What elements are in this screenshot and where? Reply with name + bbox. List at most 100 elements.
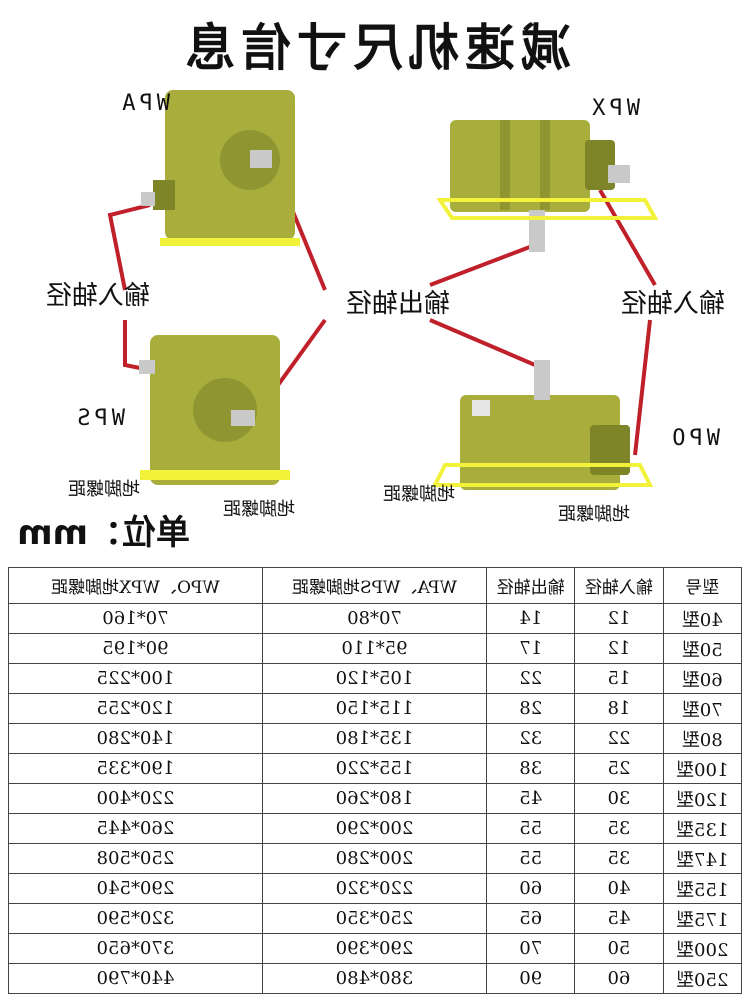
wpa-label: WPA <box>118 91 170 116</box>
table-cell: 105*120 <box>262 663 487 694</box>
table-cell: 55 <box>486 813 575 844</box>
table-cell: 180*260 <box>262 783 487 814</box>
table-cell: 65 <box>486 903 575 934</box>
table-cell: 17 <box>486 633 575 664</box>
table-cell: 370*650 <box>8 933 263 964</box>
table-cell: 40型 <box>663 603 742 634</box>
table-cell: 70 <box>486 933 575 964</box>
unit-label: 单位：mm <box>17 513 190 553</box>
header-input-shaft: 输入轴径 <box>574 567 664 604</box>
foot-bolt-label-wpx-wpo: 地脚螺距 <box>383 484 455 505</box>
table-cell: 12 <box>574 633 664 664</box>
table-cell: 100型 <box>663 753 742 784</box>
table-cell: 135型 <box>663 813 742 844</box>
table-cell: 100*225 <box>8 663 263 694</box>
table-cell: 38 <box>486 753 575 784</box>
table-cell: 200型 <box>663 933 742 964</box>
table-cell: 175型 <box>663 903 742 934</box>
input-shaft-label-left: 输入轴径 <box>621 289 725 319</box>
table-cell: 18 <box>574 693 664 724</box>
input-shaft-label-right: 输入轴径 <box>46 281 150 311</box>
wpo-reducer <box>431 360 654 490</box>
table-cell: 60 <box>574 963 664 994</box>
table-cell: 22 <box>574 723 664 754</box>
table-cell: 380*480 <box>262 963 487 994</box>
table-cell: 135*180 <box>262 723 487 754</box>
header-wpa-wps-bolt: WPA、WPS地脚螺距 <box>262 567 487 604</box>
table-cell: 250*508 <box>8 843 263 874</box>
wpa-reducer <box>141 90 300 246</box>
table-cell: 155型 <box>663 873 742 904</box>
table-cell: 440*790 <box>8 963 263 994</box>
table-cell: 60 <box>486 873 575 904</box>
table-cell: 55 <box>486 843 575 874</box>
table-cell: 95*110 <box>262 633 487 664</box>
table-cell: 40 <box>574 873 664 904</box>
table-header-row: 型号 输入轴径 输出轴径 WPA、WPS地脚螺距 WPO、WPX地脚螺距 <box>8 567 742 604</box>
table-cell: 200*280 <box>262 843 487 874</box>
table-cell: 25 <box>574 753 664 784</box>
header-output-shaft: 输出轴径 <box>486 567 575 604</box>
header-wpo-wpx-bolt: WPO、WPX地脚螺距 <box>8 567 263 604</box>
table-cell: 115*150 <box>262 693 487 724</box>
header-model: 型号 <box>663 567 742 604</box>
table-cell: 220*400 <box>8 783 263 814</box>
table-cell: 320*590 <box>8 903 263 934</box>
table-cell: 22 <box>486 663 575 694</box>
table-cell: 30 <box>574 783 664 814</box>
table-cell: 45 <box>574 903 664 934</box>
table-cell: 90*195 <box>8 633 263 664</box>
table-cell: 45 <box>486 783 575 814</box>
table-cell: 120型 <box>663 783 742 814</box>
table-cell: 14 <box>486 603 575 634</box>
table-cell: 12 <box>574 603 664 634</box>
table-cell: 35 <box>574 843 664 874</box>
wps-label: WPS <box>73 406 125 431</box>
table-cell: 260*445 <box>8 813 263 844</box>
table-cell: 80型 <box>663 723 742 754</box>
foot-bolt-label-wpo: 地脚螺距 <box>558 504 630 525</box>
table-cell: 15 <box>574 663 664 694</box>
table-cell: 200*290 <box>262 813 487 844</box>
table-cell: 140*280 <box>8 723 263 754</box>
table-cell: 50型 <box>663 633 742 664</box>
dimension-table: 型号 输入轴径 输出轴径 WPA、WPS地脚螺距 WPO、WPX地脚螺距 40型… <box>8 567 742 994</box>
table-cell: 70型 <box>663 693 742 724</box>
reducer-diagram: WPX WPA WPO WPS 输入轴径 输出轴径 输入轴径 地脚螺距 地脚螺距… <box>46 90 725 525</box>
table-cell: 70*80 <box>262 603 487 634</box>
table-cell: 70*160 <box>8 603 263 634</box>
table-cell: 250型 <box>663 963 742 994</box>
table-cell: 290*540 <box>8 873 263 904</box>
table-cell: 190*335 <box>8 753 263 784</box>
table-cell: 220*320 <box>262 873 487 904</box>
table-cell: 32 <box>486 723 575 754</box>
table-cell: 155*220 <box>262 753 487 784</box>
wpx-label: WPX <box>588 96 640 121</box>
foot-bolt-label-wps-front: 地脚螺距 <box>223 499 295 520</box>
table-cell: 50 <box>574 933 664 964</box>
output-shaft-label: 输出轴径 <box>346 289 450 319</box>
table-cell: 35 <box>574 813 664 844</box>
wpx-reducer <box>436 120 659 252</box>
foot-bolt-label-wps: 地脚螺距 <box>68 479 140 500</box>
wpo-label: WPO <box>668 426 720 451</box>
table-cell: 290*390 <box>262 933 487 964</box>
table-cell: 60型 <box>663 663 742 694</box>
table-cell: 147型 <box>663 843 742 874</box>
table-cell: 28 <box>486 693 575 724</box>
wps-reducer <box>139 335 290 485</box>
